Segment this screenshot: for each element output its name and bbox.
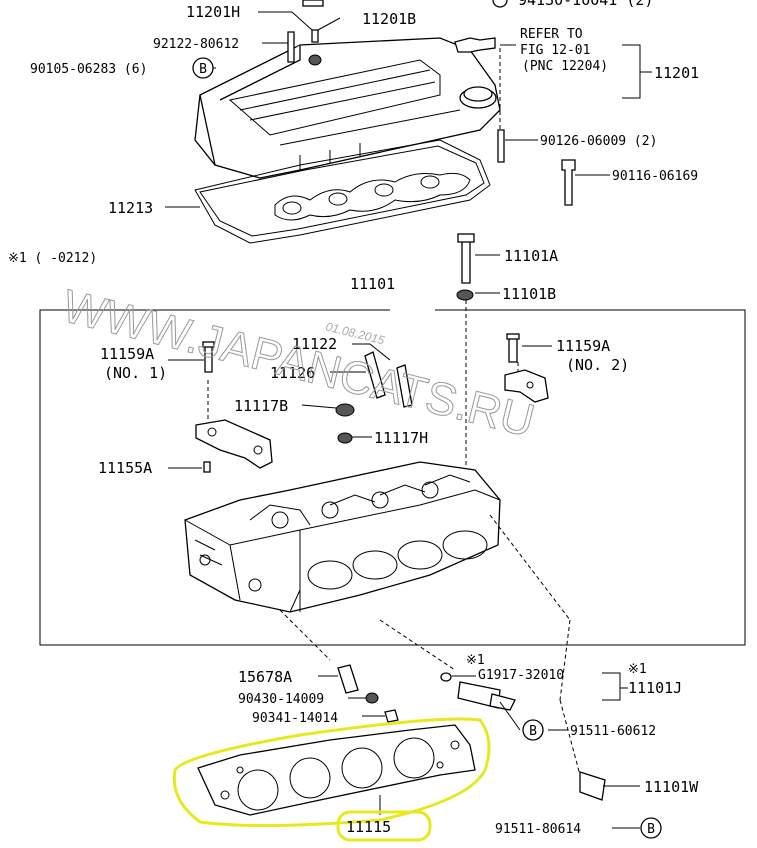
label-92122: 92122-80612 (153, 37, 239, 52)
label-11101j: 11101J (628, 679, 682, 697)
label-refer-3: (PNC 12204) (522, 59, 608, 74)
label-90126: 90126-06009 (2) (540, 134, 657, 149)
label-90105: 90105-06283 (6) (30, 62, 147, 77)
label-refer-2: FIG 12-01 (520, 43, 590, 58)
svg-text:B: B (199, 62, 207, 77)
label-11126: 11126 (270, 364, 315, 382)
label-11117h: 11117H (374, 429, 428, 447)
leaders-top (165, 11, 652, 208)
label-11101w: 11101W (644, 778, 699, 796)
head-gasket (197, 724, 476, 816)
svg-text:B: B (529, 724, 537, 739)
label-no2: (NO. 2) (566, 356, 629, 374)
head-cover-gasket (194, 139, 491, 244)
svg-text:B: B (647, 822, 655, 837)
label-11101a: 11101A (504, 247, 558, 265)
label-11159a-1: 11159A (100, 345, 154, 363)
label-11122: 11122 (292, 335, 337, 353)
leaders-middle (168, 254, 552, 469)
label-90430: 90430-14009 (238, 692, 324, 707)
label-11213: 11213 (108, 199, 153, 217)
b-callout-3: B (640, 817, 662, 839)
bolt-circle-top (492, 0, 508, 8)
label-90341: 90341-14014 (252, 711, 338, 726)
label-90116: 90116-06169 (612, 169, 698, 184)
group-frame (39, 309, 746, 646)
label-refer-1: REFER TO (520, 27, 583, 42)
label-11159a-2: 11159A (556, 337, 610, 355)
label-94130: 94130-10041 (2) (518, 0, 653, 9)
label-11115: 11115 (346, 818, 391, 836)
cap-parts (195, 233, 549, 473)
label-11201h: 11201H (186, 3, 240, 21)
label-note: ※1 ( -0212) (8, 251, 97, 266)
lower-parts (337, 664, 606, 801)
b-callout-2: B (522, 719, 544, 741)
label-11117b: 11117B (234, 397, 288, 415)
gasket-highlight (172, 717, 491, 828)
label-11101: 11101 (350, 275, 395, 293)
label-g1917: G1917-32010 (478, 668, 564, 683)
label-mark-2: ※1 (628, 662, 647, 677)
label-15678a: 15678A (238, 668, 292, 686)
label-11201: 11201 (654, 64, 699, 82)
b-callout-1: B (192, 57, 214, 79)
label-11201b: 11201B (362, 10, 416, 28)
leaders-bottom (279, 514, 640, 829)
plug-seals (274, 172, 471, 221)
label-91511-80614: 91511-80614 (495, 822, 581, 837)
top-fasteners (287, 0, 576, 206)
cylinder-head (184, 461, 501, 613)
label-11101b: 11101B (502, 285, 556, 303)
part-number-highlight (336, 810, 432, 842)
watermark-text: WWW.JAPANCATS.RU (58, 279, 540, 447)
label-no1: (NO. 1) (104, 364, 167, 382)
label-mark-1: ※1 (466, 653, 485, 668)
cylinder-head-cover (194, 37, 501, 179)
label-91511-60612: 91511-60612 (570, 724, 656, 739)
label-11155a: 11155A (98, 459, 152, 477)
